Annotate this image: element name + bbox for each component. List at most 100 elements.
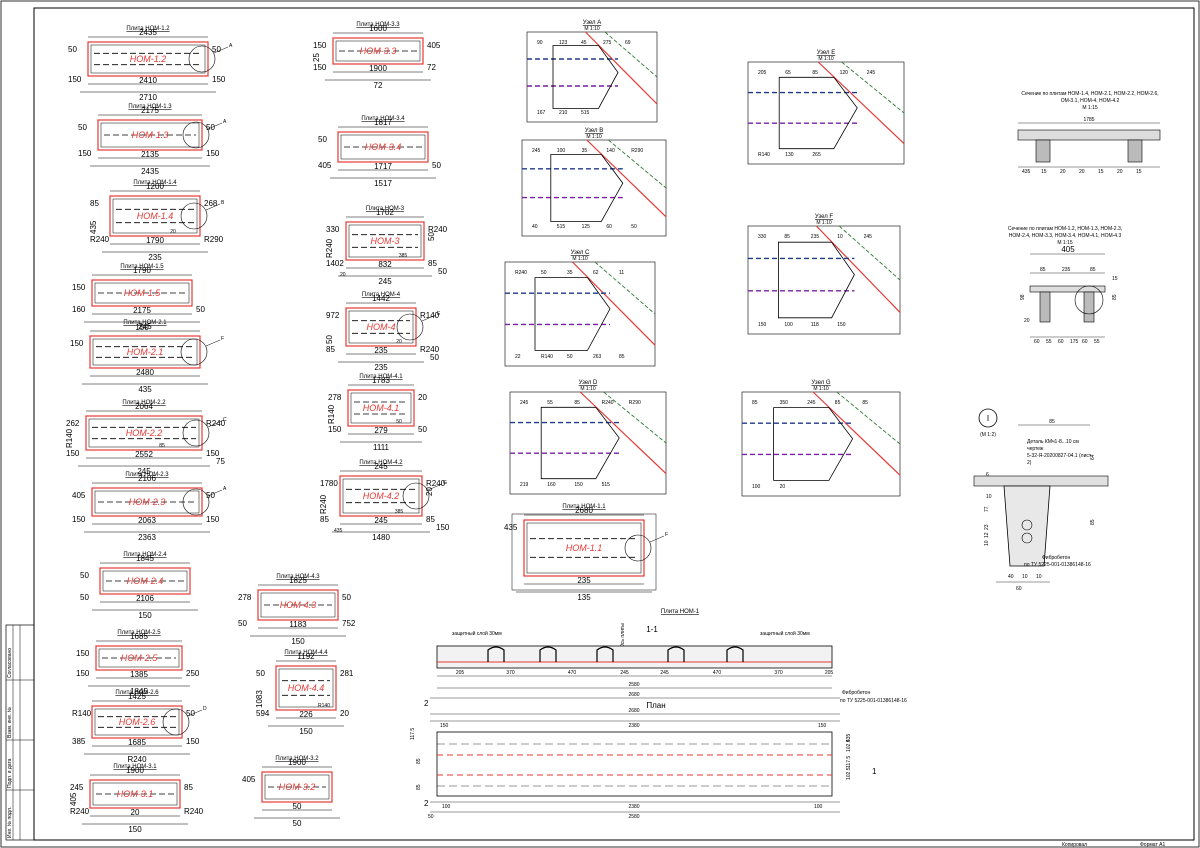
dim-extra: 20 <box>425 487 434 496</box>
section-b-dim: 85 <box>1090 267 1096 273</box>
section-b-scale: М 1:15 <box>1057 240 1073 246</box>
dim-top: 2106 <box>138 474 156 483</box>
dim-bottom: 1685 <box>128 738 146 747</box>
main-plate-title: Плита НОМ-1 <box>661 609 700 615</box>
node-callout-letter: A <box>229 43 233 49</box>
plate-title: Плита НОМ-1.4 <box>133 180 177 186</box>
plate-outline <box>339 475 423 517</box>
plate-outline <box>345 307 417 347</box>
dim-side: R140 <box>327 404 336 424</box>
node-dim: 350 <box>780 400 789 406</box>
dim-bottom: 2552 <box>135 450 153 459</box>
stamp-replace-label: Взам. инв. № <box>7 707 13 738</box>
cover-note-left: защитный слой 30мм <box>452 630 502 637</box>
node-dim: 205 <box>758 70 767 76</box>
dim-total: 1517 <box>374 179 392 188</box>
node-green-line <box>841 61 905 114</box>
plate-tag: НОМ-1.2 <box>130 54 167 64</box>
section-a-slab <box>1017 129 1161 141</box>
plate-tag: НОМ-3 <box>371 236 400 246</box>
detail-dim: 40 <box>1008 574 1014 580</box>
node-dim: 85 <box>862 400 868 406</box>
node-title: Узел F <box>815 214 833 220</box>
node-scale: М 1:10 <box>813 386 829 392</box>
node-title: Узел Е <box>817 50 835 56</box>
dim-extra: 385 <box>395 509 404 515</box>
dim-right: 150 <box>212 75 226 84</box>
node-callout-letter: C <box>223 417 227 423</box>
dim-total: 2363 <box>138 533 156 542</box>
node-title: Узел А <box>583 20 601 26</box>
node-dim: 62 <box>593 270 599 276</box>
node-scale: М 1:10 <box>816 220 832 226</box>
lifting-loop <box>726 646 744 662</box>
lifting-loop <box>667 646 685 662</box>
plate-inner <box>340 134 426 160</box>
node-dim: 50 <box>541 270 547 276</box>
dim-right: 150 <box>206 149 220 158</box>
section-a: Сечение по плитам НОМ-1.4, НОМ-2.1, НОМ-… <box>1017 91 1161 175</box>
node-dim: 150 <box>574 482 583 488</box>
dim-total: 1480 <box>372 533 390 542</box>
plate-outline <box>87 41 209 77</box>
section-a-dim: 15 <box>1136 169 1142 175</box>
fiber-spec: по ТУ 5225-001-01386148-16 <box>840 698 907 704</box>
detail-dim: 23 <box>984 524 990 530</box>
node-dim: 85 <box>574 400 580 406</box>
dim-top: 1845 <box>136 554 154 563</box>
node-dim: 245 <box>520 400 529 406</box>
node-scale: М 1:10 <box>584 26 600 32</box>
dim-left: 150 <box>313 41 327 50</box>
cut-mark-bottom: 2 <box>424 799 429 808</box>
plate-inner <box>342 478 420 514</box>
node-dim: 50 <box>631 224 637 230</box>
detail-dim: 77 <box>984 506 990 512</box>
node-title: Узел D <box>579 380 598 386</box>
dim-side: 435 <box>89 220 98 234</box>
dim-left: 405 <box>242 775 256 784</box>
plate-title: Плита НОМ-3.3 <box>356 22 400 28</box>
node-dim: 90 <box>537 40 543 46</box>
plate-tag: НОМ-3.3 <box>360 46 397 56</box>
node-green-line <box>594 261 656 315</box>
node-dim: 245 <box>864 234 873 240</box>
dim-left: 50 <box>256 669 265 678</box>
section-b-callout <box>1074 285 1104 315</box>
plan-dim: 2680 <box>628 708 639 714</box>
plan-side-dim: 102.5 <box>846 767 852 780</box>
plate-outline <box>99 567 191 595</box>
dim-side: R240 <box>325 238 334 258</box>
section-b-dim-side: 15 <box>1112 276 1118 282</box>
node-dim: 60 <box>606 224 612 230</box>
node-callout-letter: F <box>221 336 224 342</box>
node-dim: 65 <box>785 70 791 76</box>
dim-side: 50 <box>325 335 334 344</box>
dim-left: 972 <box>326 311 340 320</box>
node-dim: 125 <box>582 224 591 230</box>
dim-right: 85 <box>184 783 193 792</box>
segment-dim: 470 <box>568 670 577 676</box>
node-dim: R140 <box>758 152 770 158</box>
dim-right: 72 <box>427 63 436 72</box>
node-callout-letter: A <box>223 486 227 492</box>
node-dim: 20 <box>780 484 786 490</box>
dim-total: 50 <box>293 819 302 828</box>
plate-tag: НОМ-2.1 <box>127 347 164 357</box>
section-b-dim: 85 <box>1040 267 1046 273</box>
node-callout-circle <box>396 313 424 341</box>
dim-top: 1783 <box>372 376 390 385</box>
cut-mark-top: 2 <box>424 699 429 708</box>
plate-inner <box>278 668 334 708</box>
plate-tag: НОМ-2.2 <box>126 428 163 438</box>
node-contour <box>778 241 855 319</box>
plate-inner <box>88 418 200 448</box>
plate-tag: НОМ-1.3 <box>132 130 169 140</box>
detail-circle <box>978 408 998 428</box>
dim-left: 50 <box>68 45 77 54</box>
node-dim: 10 <box>837 234 843 240</box>
dim-left: 85 <box>90 199 99 208</box>
plate-title: Плита НОМ-2.2 <box>122 400 166 406</box>
